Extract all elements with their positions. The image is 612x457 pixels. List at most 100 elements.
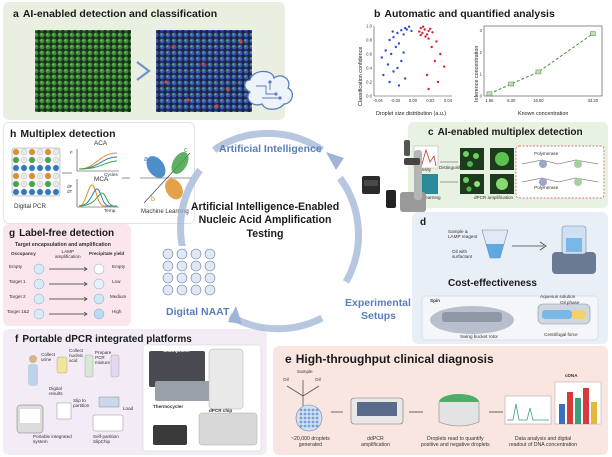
pcr-well xyxy=(28,148,36,156)
pcr-well xyxy=(44,172,52,180)
mca-label: MCA xyxy=(94,176,109,183)
pcr-well xyxy=(36,156,44,164)
classified-droplet-image xyxy=(156,30,252,112)
chevron-right-icon xyxy=(136,61,151,81)
scatter-point xyxy=(388,80,391,84)
plate-droplet xyxy=(311,420,315,424)
plate-droplet xyxy=(311,416,315,420)
swing-label: Swing bucket rotor xyxy=(460,334,499,339)
dfdt-label: dF dT xyxy=(67,184,73,194)
scatter-point xyxy=(433,59,437,63)
prepare-pcr-label: Prepare PCR mixture xyxy=(95,350,112,365)
digital-naat-label: Digital NAAT xyxy=(166,306,230,318)
scatter-point xyxy=(397,42,401,45)
pcr-well xyxy=(28,172,36,180)
pcr-well xyxy=(12,156,20,164)
collect-nucleic-label: Collect nucleic acid xyxy=(69,348,84,363)
naat-droplet xyxy=(204,248,216,260)
naat-droplet xyxy=(162,260,174,272)
pcr-well xyxy=(52,164,60,172)
scatter-point xyxy=(389,52,393,56)
plate-droplet xyxy=(315,424,319,428)
cycles-label: Cycles xyxy=(104,172,118,177)
row-arrowhead xyxy=(83,311,88,317)
panel-h-graphics xyxy=(11,147,192,208)
precipitate-droplet xyxy=(93,278,105,290)
scatter-point xyxy=(397,84,401,87)
encapsulation-droplet xyxy=(33,308,45,320)
plate-droplet xyxy=(299,408,303,412)
plate-droplet xyxy=(303,424,307,428)
center-title-line-3: Testing xyxy=(246,227,284,240)
line-point xyxy=(508,81,514,87)
line-point xyxy=(486,91,493,97)
naat-droplet xyxy=(190,260,202,272)
plate-droplet xyxy=(315,420,319,424)
row-occupancy-target12: Target 1&2 xyxy=(7,309,30,314)
experimental-setups-label-1: Experimental xyxy=(345,297,411,309)
polymerase-label-2: Polymerase xyxy=(534,185,559,190)
plate-droplet xyxy=(311,412,315,416)
plate-droplet xyxy=(311,408,315,412)
sample-label: Sample xyxy=(297,369,313,374)
aca-label: ACA xyxy=(94,140,108,147)
precipitate-droplet xyxy=(93,308,105,320)
row-yield-low: Low xyxy=(112,279,121,284)
dpcr-amplification-label: dPCR amplification xyxy=(474,195,514,200)
digital-results-label: Digital results xyxy=(49,386,63,396)
precipitate-droplet xyxy=(93,263,105,275)
pcr-well xyxy=(44,156,52,164)
pcr-well xyxy=(12,164,20,172)
naat-droplet xyxy=(204,260,216,272)
plate-droplet xyxy=(315,412,319,416)
pcr-well xyxy=(12,148,20,156)
naat-droplet xyxy=(162,272,174,284)
pcr-well xyxy=(28,188,36,196)
line-point xyxy=(590,31,596,36)
pcr-well xyxy=(44,180,52,188)
scatter-point xyxy=(443,65,446,68)
line-ylabel: Inference concentration xyxy=(474,46,480,102)
lamp-header: LAMP amplification xyxy=(55,249,81,259)
collect-urine-label: Collect urine xyxy=(41,352,56,362)
scatter-point xyxy=(424,35,427,38)
panel-a-images xyxy=(35,30,252,112)
scatter-ytick: 0.2 xyxy=(366,80,372,85)
pcr-well xyxy=(52,156,60,164)
line-xtick: 16.60 xyxy=(533,98,544,103)
scatter-ylabel: Classification confidence xyxy=(358,47,364,106)
self-partition-label: Self-partition SlipChip xyxy=(93,434,119,444)
scatter-xtick: 0.00 xyxy=(409,98,418,103)
scatter-point xyxy=(396,66,399,70)
pcr-well xyxy=(36,148,44,156)
scatter-xlabel: Droplet size distribution (a.u.) xyxy=(376,111,446,117)
scatter-point xyxy=(405,28,408,31)
cluster-c-label: c xyxy=(184,147,188,154)
scatter-point xyxy=(394,45,398,49)
naat-droplet xyxy=(162,284,174,296)
pcr-well xyxy=(44,148,52,156)
pcr-well xyxy=(20,180,28,188)
plate-droplet xyxy=(315,408,319,412)
row-arrowhead xyxy=(83,281,88,287)
pcr-well xyxy=(52,188,60,196)
oil-phase-label: Oil phase xyxy=(560,300,580,305)
raw-droplet-image xyxy=(35,30,131,112)
slip-partition-label: Slip to partition xyxy=(73,398,90,408)
naat-droplet xyxy=(176,272,188,284)
pcr-well xyxy=(20,156,28,164)
row-yield-empty: Empty xyxy=(112,264,126,269)
pcr-well xyxy=(36,172,44,180)
precipitate-droplet xyxy=(93,293,105,305)
cluster-b-label: b xyxy=(151,196,155,203)
center-title-line-2: Nucleic Acid Amplification xyxy=(198,214,332,227)
line-series xyxy=(489,33,594,95)
